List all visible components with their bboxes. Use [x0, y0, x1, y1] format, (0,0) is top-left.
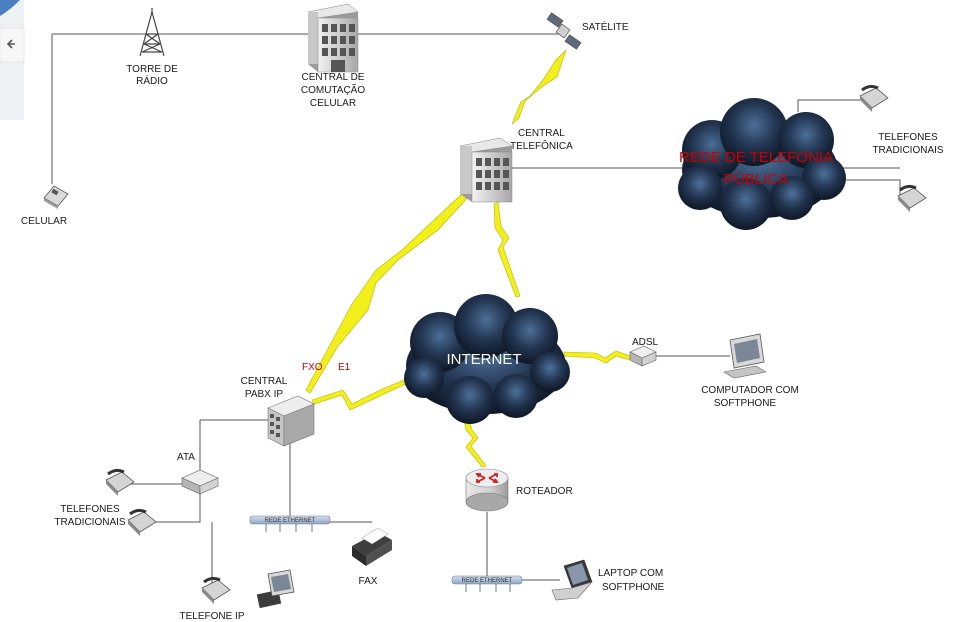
central-celular-label-3: CELULAR: [310, 98, 356, 109]
central-telefonica-label-1: CENTRAL: [518, 128, 565, 139]
desk-phone-icon: [859, 84, 889, 112]
back-arrow-icon[interactable]: [6, 39, 15, 49]
telefone-ip-label: TELEFONE IP: [179, 611, 244, 622]
rede-telefonia-label-2: PÚBLICA: [724, 171, 788, 188]
bolt-satelite-central: [511, 49, 567, 125]
internet-label: INTERNET: [447, 351, 522, 368]
router-icon: [465, 468, 509, 512]
rede-ethernet-1-label: REDE ETHERNET: [265, 518, 316, 524]
fxo-label: FXO: [302, 362, 323, 373]
ip-phone-icon: [201, 576, 231, 604]
fax-label: FAX: [359, 576, 378, 587]
rede-ethernet-2-label: REDE ETHERNET: [462, 578, 513, 584]
desktop-computer-icon: [256, 569, 295, 609]
satellite-icon: [546, 12, 582, 50]
central-celular-building-icon: [307, 3, 359, 73]
bolt-central-pabx: [305, 189, 471, 394]
rede-telefonia-cloud: REDE DE TELEFONIA PÚBLICA: [678, 98, 846, 230]
internet-cloud: INTERNET: [404, 294, 570, 424]
central-celular-label-2: COMUTAÇÃO: [301, 83, 365, 96]
e1-label: E1: [338, 362, 351, 373]
wireless-links: [305, 49, 631, 468]
telefones-bottom-label-1: TELEFONES: [60, 504, 120, 515]
satelite-label: SATÉLITE: [582, 20, 629, 33]
pabx-label-2: PABX IP: [245, 389, 283, 400]
ethernet-hub-icon: REDE ETHERNET: [249, 515, 331, 532]
central-telefonica-building-icon: [459, 137, 513, 203]
ethernet-hub-icon: REDE ETHERNET: [451, 575, 523, 592]
telefones-bottom-label-2: TRADICIONAIS: [54, 517, 125, 528]
bolt-internet-roteador: [463, 417, 487, 468]
torre-radio-label-1: TORRE DE: [126, 64, 178, 75]
desk-phone-icon: [127, 508, 157, 536]
ata-label: ATA: [177, 452, 195, 463]
bolt-central-internet: [493, 201, 521, 298]
computador-label-2: SOFTPHONE: [714, 398, 777, 409]
pabx-server-icon: [267, 395, 315, 447]
telefones-top-label-1: TELEFONES: [878, 132, 938, 143]
bolt-internet-adsl: [563, 350, 631, 364]
fax-icon: [352, 527, 392, 566]
ata-device-icon: [181, 469, 219, 495]
desk-phone-icon: [105, 468, 135, 496]
adsl-label: ADSL: [632, 337, 659, 348]
cell-phone-icon: [43, 185, 69, 209]
laptop-label-1: LAPTOP COM: [598, 568, 663, 579]
central-telefonica-label-2: TELEFÔNICA: [510, 139, 573, 152]
telefones-top-label-2: TRADICIONAIS: [872, 145, 943, 156]
browser-edge: [0, 0, 25, 120]
rede-telefonia-label-1: REDE DE TELEFONIA: [679, 149, 833, 166]
pabx-label-1: CENTRAL: [241, 376, 288, 387]
central-celular-label-1: CENTRAL DE: [302, 72, 365, 83]
laptop-label-2: SOFTPHONE: [602, 582, 665, 593]
torre-radio-label-2: RÁDIO: [136, 74, 168, 87]
laptop-icon: [551, 559, 593, 601]
roteador-label: ROTEADOR: [516, 486, 573, 497]
radio-tower-icon: [139, 8, 165, 57]
desktop-computer-icon: [723, 333, 767, 379]
desk-phone-icon: [897, 184, 927, 212]
computador-label-1: COMPUTADOR COM: [701, 385, 799, 396]
modem-icon: [629, 345, 657, 367]
celular-label: CELULAR: [21, 216, 67, 227]
bolt-pabx-internet: [311, 375, 415, 411]
